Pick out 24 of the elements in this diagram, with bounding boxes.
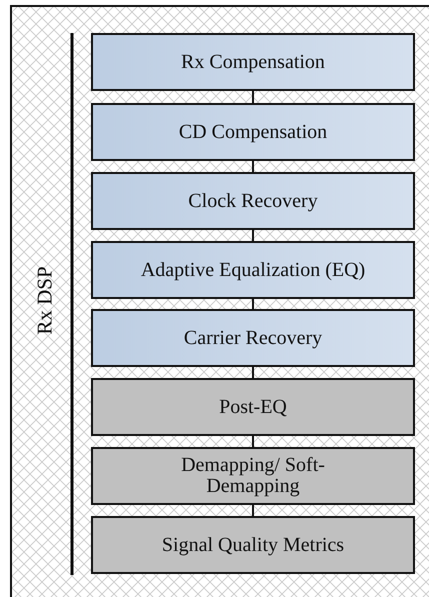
connector-line (252, 367, 254, 378)
connector-line (252, 161, 254, 172)
box-label: Carrier Recovery (184, 328, 322, 348)
box-label: Adaptive Equalization (EQ) (140, 260, 366, 280)
process-box (91, 378, 415, 436)
box-label: Clock Recovery (188, 190, 318, 212)
connector-line (252, 505, 254, 516)
process-box (91, 33, 415, 91)
process-box (91, 447, 415, 505)
box-label: Demapping/ Soft-Demapping (180, 455, 326, 497)
group-label: Rx DSP (32, 266, 58, 334)
box-label: CD Compensation (178, 122, 328, 142)
box-label: Signal Quality Metrics (162, 534, 344, 556)
connector-line (252, 230, 254, 241)
process-box (91, 241, 415, 299)
process-box (91, 103, 415, 161)
connector-line (252, 299, 254, 309)
process-box (91, 172, 415, 230)
process-box (91, 309, 415, 367)
box-label: Post-EQ (219, 396, 287, 418)
connector-line (252, 91, 254, 103)
process-box (91, 516, 415, 574)
box-label: Rx Compensation (181, 52, 325, 72)
connector-line (252, 436, 254, 447)
